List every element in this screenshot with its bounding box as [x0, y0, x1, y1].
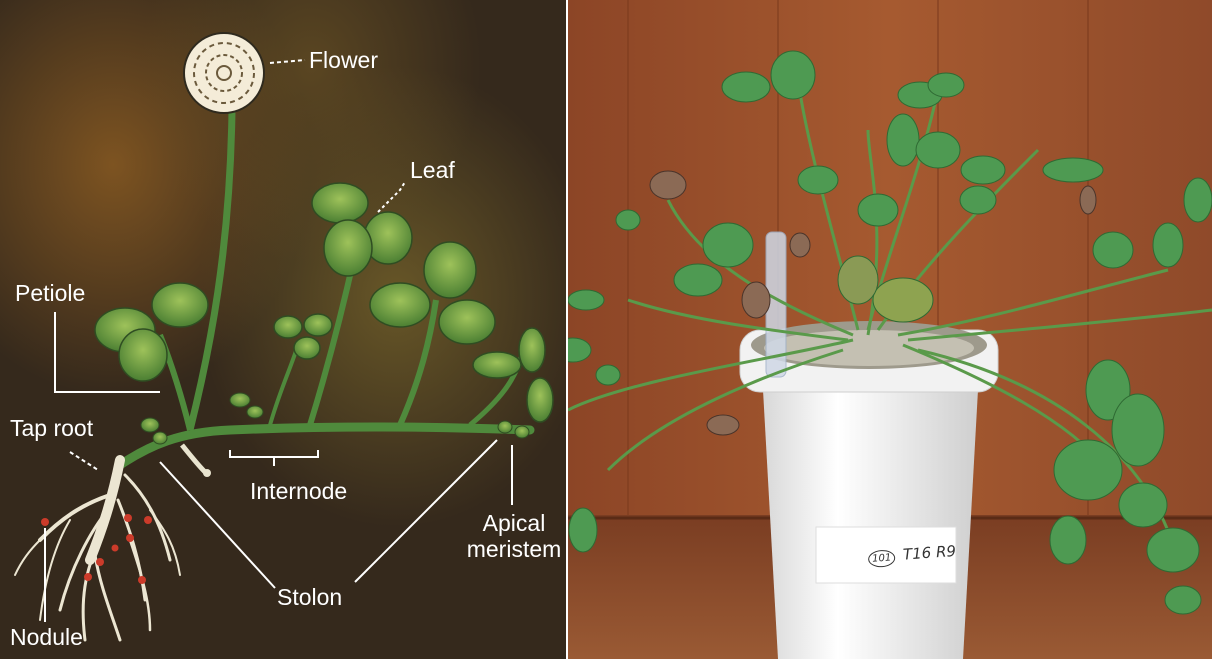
tap-root-label: Tap root: [10, 415, 93, 441]
pot-label-number: 101: [868, 549, 896, 568]
apical-label-line2: meristem: [462, 536, 566, 562]
clover-photo-panel: 101 T16 R9: [568, 0, 1212, 659]
stolon-label: Stolon: [277, 584, 342, 610]
leaf-label: Leaf: [410, 157, 455, 183]
flower-head: [184, 33, 264, 113]
nodule-label: Nodule: [10, 624, 83, 650]
apical-label-line1: Apical: [462, 510, 566, 536]
apical-meristem-label: Apical meristem: [462, 510, 566, 562]
internode-label: Internode: [250, 478, 347, 504]
petiole-label: Petiole: [15, 280, 85, 306]
pot-label-code: T16 R9: [902, 542, 956, 564]
flower-label: Flower: [309, 47, 378, 73]
clover-diagram-panel: Flower Leaf Petiole Tap root Internode A…: [0, 0, 566, 659]
